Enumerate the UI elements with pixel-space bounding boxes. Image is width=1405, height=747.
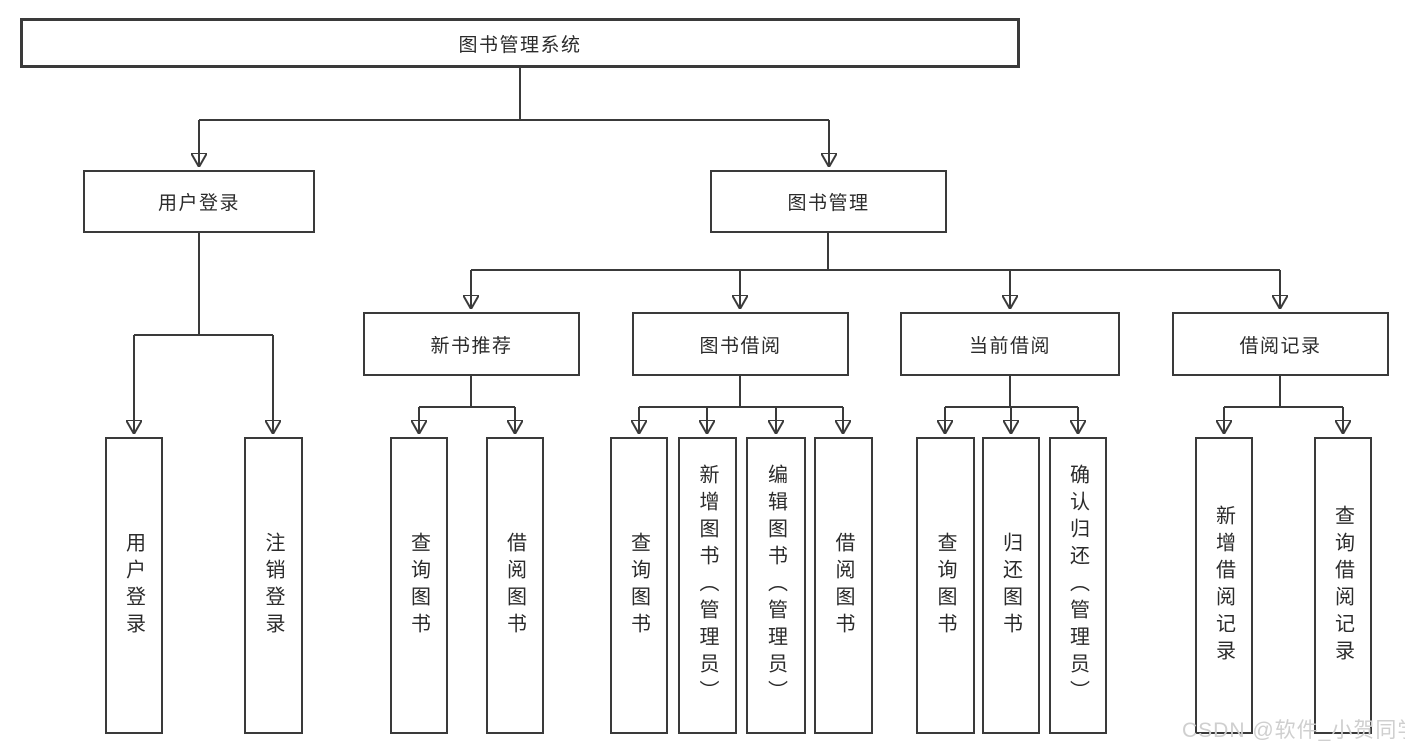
connector-section-3-children (1224, 376, 1343, 433)
leaf-query-borrow-record: 查询借阅记录 (1314, 437, 1372, 734)
node-book-mgmt-branch: 图书管理 (710, 170, 947, 233)
node-section-current-borrow: 当前借阅 (900, 312, 1120, 376)
leaf-add-borrow-record: 新增借阅记录 (1195, 437, 1253, 734)
leaf-return-book: 归还图书 (982, 437, 1040, 734)
connector-section-0-children (419, 376, 515, 433)
node-section-new-book-recommend: 新书推荐 (363, 312, 580, 376)
node-user-login-branch: 用户登录 (83, 170, 315, 233)
leaf-query-book-3: 查询图书 (916, 437, 975, 734)
connector-book-mgmt-sections (471, 233, 1280, 308)
node-section-borrow-record: 借阅记录 (1172, 312, 1389, 376)
leaf-edit-book-admin: 编辑图书（管理员） (746, 437, 806, 734)
leaf-borrow-book-2: 借阅图书 (814, 437, 873, 734)
node-root-system: 图书管理系统 (20, 18, 1020, 68)
csdn-watermark: CSDN @软件_小贺同学 (1182, 719, 1405, 742)
node-section-book-borrow: 图书借阅 (632, 312, 849, 376)
leaf-query-book-2: 查询图书 (610, 437, 668, 734)
leaf-borrow-book-1: 借阅图书 (486, 437, 544, 734)
leaf-confirm-return-admin: 确认归还（管理员） (1049, 437, 1107, 734)
leaf-user-login: 用户登录 (105, 437, 163, 734)
connector-user-login-children (134, 233, 273, 433)
leaf-query-book-1: 查询图书 (390, 437, 448, 734)
connector-section-1-children (639, 376, 843, 433)
connector-root-to-branches (199, 68, 829, 166)
connector-section-2-children (945, 376, 1078, 433)
leaf-add-book-admin: 新增图书（管理员） (678, 437, 737, 734)
leaf-logout: 注销登录 (244, 437, 303, 734)
